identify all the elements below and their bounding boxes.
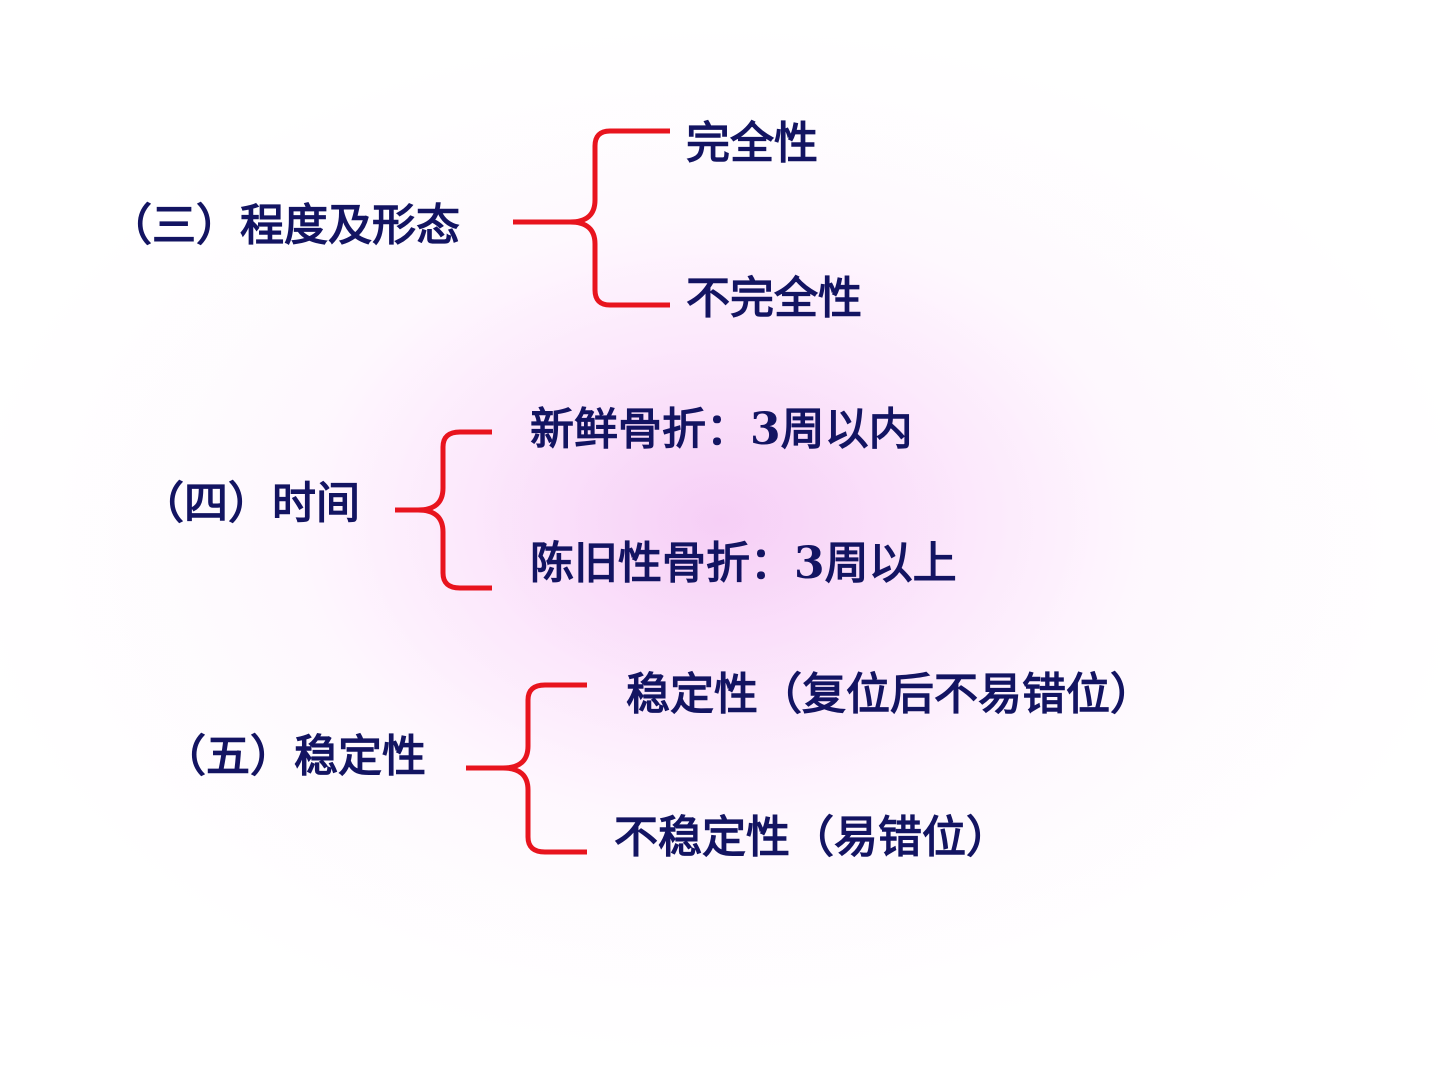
section-heading-time: （四）时间	[140, 478, 360, 529]
item-incomplete: 不完全性	[686, 273, 862, 324]
item-fresh-fracture: 新鲜骨折：3周以内	[530, 404, 913, 455]
item-old-fracture: 陈旧性骨折：3周以上	[530, 538, 957, 589]
item-stable: 稳定性（复位后不易错位）	[626, 669, 1154, 720]
item-unstable: 不稳定性（易错位）	[614, 812, 1010, 863]
item-complete: 完全性	[686, 118, 818, 169]
section-heading-degree-form: （三）程度及形态	[108, 200, 460, 251]
section-heading-stability: （五）稳定性	[162, 731, 426, 782]
